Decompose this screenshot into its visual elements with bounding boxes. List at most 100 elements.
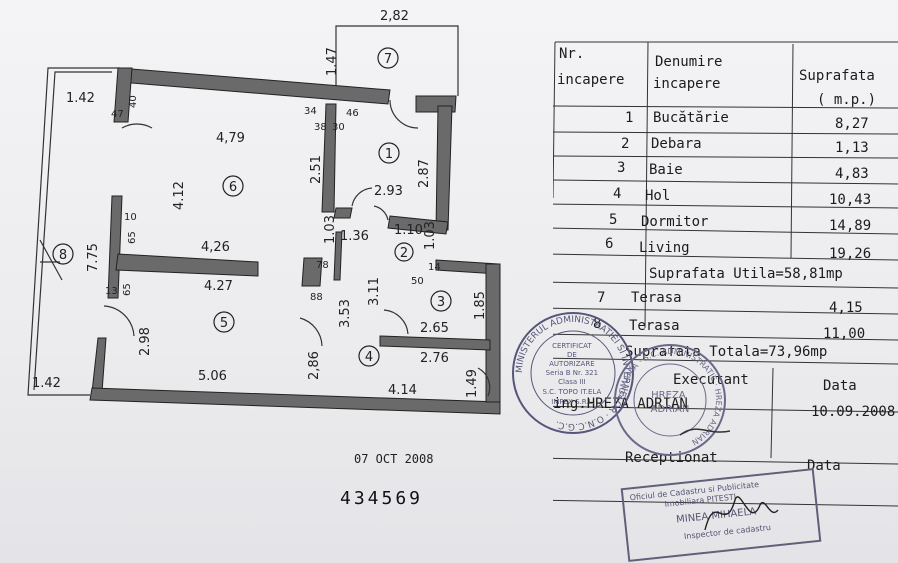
dim-50: 50: [411, 276, 424, 287]
legend-header-nr-1: Nr.: [559, 46, 585, 62]
executant-name: ing.HREZA ADRIAN: [553, 396, 688, 412]
dim-46: 46: [346, 108, 359, 119]
wall-bath-bottom: [379, 335, 491, 351]
dim-298: 2.98: [138, 327, 153, 356]
svg-text:4: 4: [365, 350, 373, 365]
dim-30: 30: [332, 122, 345, 133]
dim-47: 47: [111, 109, 124, 120]
door-terrace7: [389, 99, 419, 129]
wall-top-living: [119, 67, 391, 105]
engineer-stamp: ROMANIA · S.C. ADMINISTRATIE · HREZA ADR…: [614, 344, 730, 456]
door-living: [121, 123, 153, 129]
data-label: Data: [823, 378, 857, 394]
door-entrance: [477, 367, 491, 397]
useful-area-total: Suprafata Utila=58,81mp: [649, 266, 843, 282]
svg-text:5: 5: [220, 316, 228, 331]
room-marker-6: 6: [222, 175, 244, 197]
svg-text:CERTIFICAT DE AUTO: CERTIFICAT DE AUTORIZARE Seria B Nr. 321…: [543, 342, 604, 406]
wall-debara: [387, 215, 449, 235]
dim-293: 2.93: [374, 184, 403, 199]
wall-bottom: [89, 387, 501, 415]
svg-text:1: 1: [385, 147, 393, 162]
dim-65b: 65: [122, 283, 133, 296]
dim-426: 4,26: [201, 240, 230, 255]
legend-header-name-1: Denumire: [655, 54, 723, 70]
dim-149: 1.49: [465, 369, 480, 398]
dim-14: 14: [428, 262, 441, 273]
dim-top-282: 2,82: [380, 9, 409, 24]
dim-103b: 1.03: [423, 221, 438, 250]
room-marker-8: 8: [52, 243, 74, 265]
dim-286: 2,86: [307, 351, 322, 380]
dim-414: 4.14: [388, 383, 417, 398]
total-area: Suprafata Totala=73,96mp: [625, 344, 828, 360]
wall-kitchen-bottom: [333, 207, 353, 219]
dim-78: 78: [316, 260, 329, 271]
wall-left-lower: [91, 337, 107, 393]
dim-88: 88: [310, 292, 323, 303]
dim-506: 5.06: [198, 369, 227, 384]
svg-text:3: 3: [437, 295, 445, 310]
svg-text:2: 2: [400, 246, 408, 261]
executant-label: Executant: [673, 372, 749, 388]
dim-353: 3.53: [338, 299, 353, 328]
data-label-2: Data: [807, 458, 841, 474]
legend-header-area-1: Suprafata: [799, 68, 875, 84]
dim-185: 1.85: [473, 291, 488, 320]
dim-40: 40: [128, 95, 139, 108]
dim-412: 4.12: [172, 181, 187, 210]
door-bedroom: [103, 305, 135, 337]
door-hall: [299, 317, 323, 347]
room-marker-3: 3: [430, 290, 452, 312]
dim-276: 2.76: [420, 351, 449, 366]
room-marker-5: 5: [213, 311, 235, 333]
room-legend-table: Nr. incapere Denumire incapere Suprafata…: [553, 38, 898, 508]
room-marker-2: 2: [394, 242, 414, 262]
room-marker-7: 7: [377, 47, 399, 69]
dim-34: 34: [304, 106, 317, 117]
wall-debara-left: [333, 231, 343, 281]
svg-text:7: 7: [384, 52, 392, 67]
door-debara: [373, 205, 389, 221]
dim-479: 4,79: [216, 131, 245, 146]
room-marker-4: 4: [358, 345, 380, 367]
dim-103a: 1.03: [323, 215, 338, 244]
svg-text:HREZA ADRIAN: HREZA ADRIAN: [651, 390, 690, 415]
receptionat-label: Receptionat: [625, 450, 718, 466]
dim-427: 4.27: [204, 279, 233, 294]
legend-header-name-2: incapere: [653, 76, 721, 92]
wall-hall-left: [301, 257, 323, 287]
dim-287: 2.87: [417, 159, 432, 188]
dim-142-top: 1.42: [66, 91, 95, 106]
dim-65a: 65: [127, 231, 138, 244]
svg-text:8: 8: [59, 248, 67, 263]
date-stamp: 07 OCT 2008: [354, 452, 434, 466]
door-bath: [383, 309, 409, 335]
legend-header-area-2: ( m.p.): [817, 92, 877, 108]
wall-living-bedroom: [115, 253, 259, 277]
floor-plan: 1 2 3 4 5 6 7 8 2,82 1.47 1.42 1.42 47 4…: [27, 9, 501, 415]
dim-110: 1.10: [394, 223, 423, 238]
wall-left-upper: [113, 67, 133, 123]
dim-251: 2.51: [309, 155, 324, 184]
dim-38: 38: [314, 122, 327, 133]
authorization-stamp: MINISTERUL ADMINISTRATIEI SI INTERNELOR …: [512, 312, 634, 434]
executant-date: 10.09.2008: [811, 404, 896, 420]
reference-number: 434569: [340, 488, 424, 509]
dim-142-bottom: 1.42: [32, 376, 61, 391]
wall-bath-right: [485, 263, 501, 403]
svg-text:6: 6: [229, 180, 237, 195]
signature: [704, 496, 779, 531]
dim-147: 1.47: [325, 47, 340, 76]
wall-left-mid: [107, 195, 123, 299]
dim-10: 10: [124, 212, 137, 223]
dim-13: 13: [105, 286, 118, 297]
room-marker-1: 1: [378, 142, 400, 164]
dim-136: 1.36: [340, 229, 369, 244]
legend-header-nr-2: incapere: [557, 72, 625, 88]
wall-kitchen-right: [435, 105, 453, 231]
dim-775: 7.75: [86, 243, 101, 272]
dim-311: 3.11: [367, 277, 382, 306]
wall-kitchen-left: [321, 103, 337, 213]
